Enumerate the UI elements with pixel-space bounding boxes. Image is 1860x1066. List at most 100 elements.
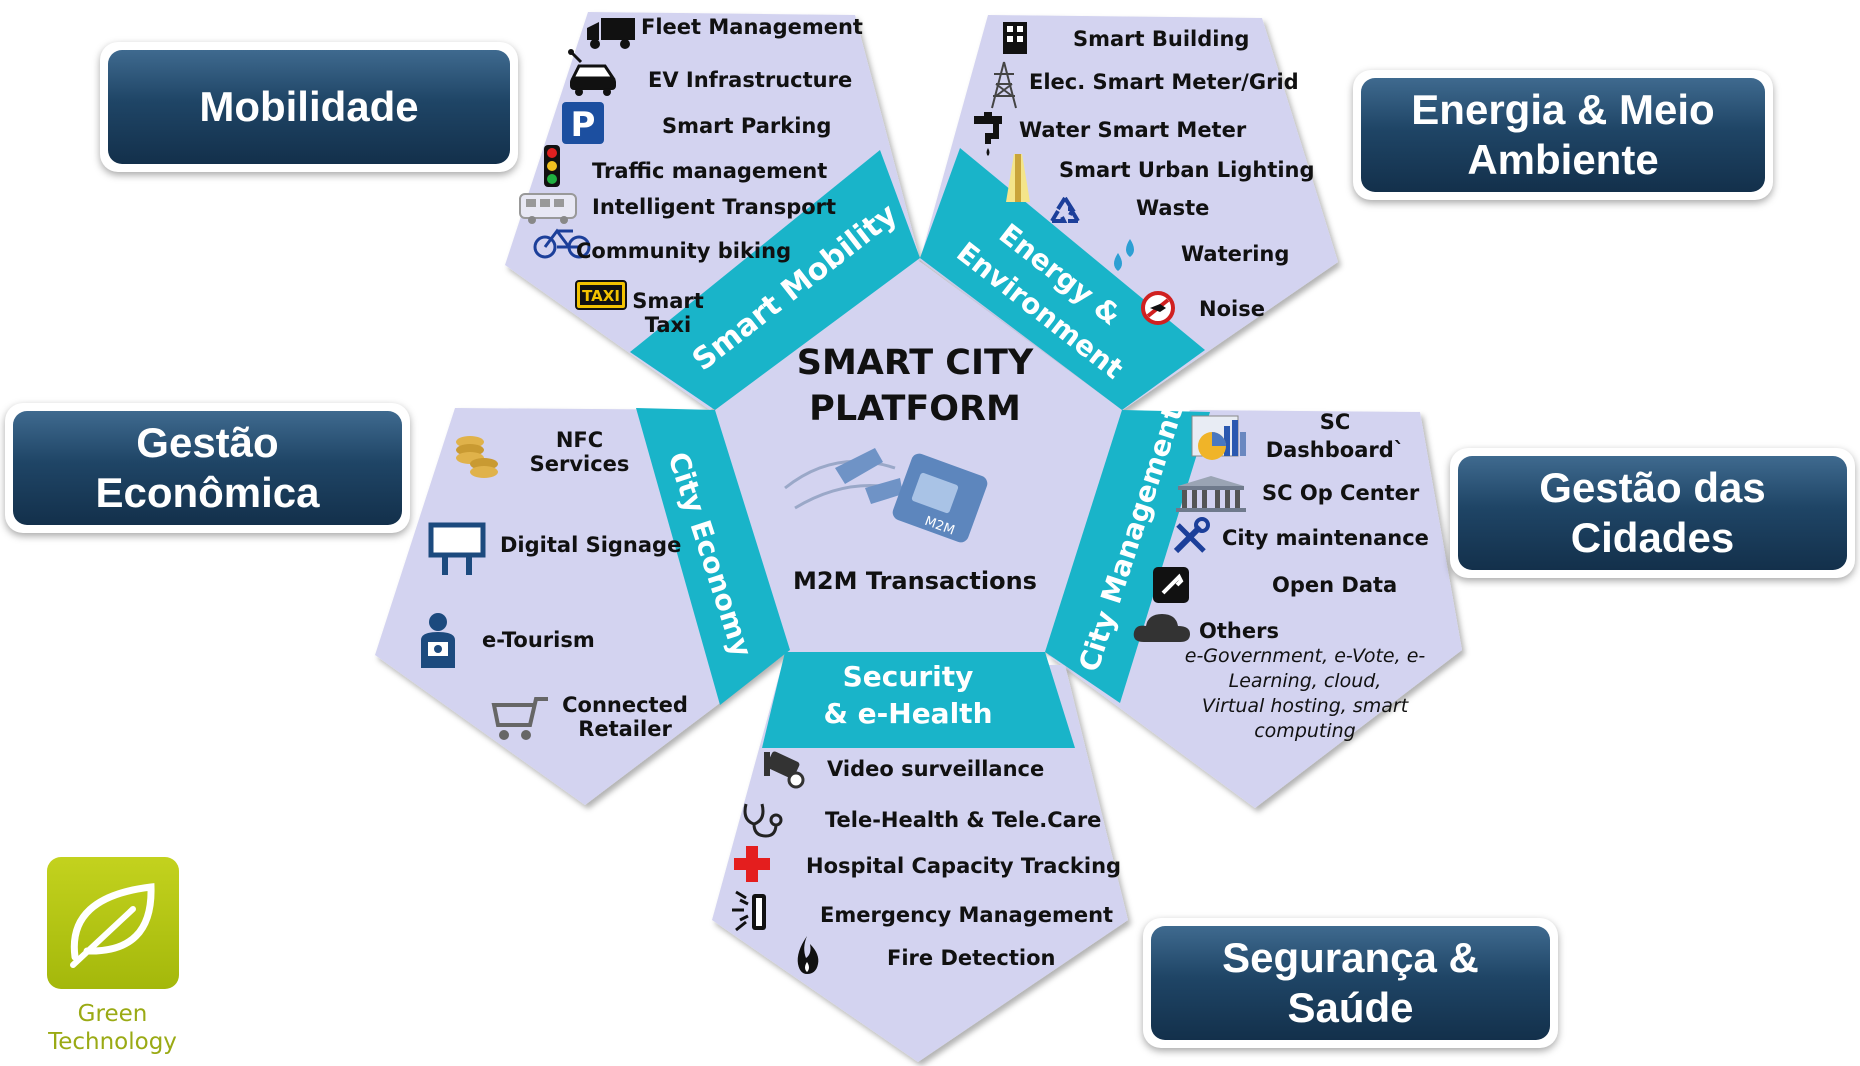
- others-note-line3: Virtual hosting, smart: [1201, 695, 1409, 717]
- coins-icon: [456, 436, 498, 478]
- parking-icon: P: [562, 102, 604, 144]
- platform-title: SMART CITY PLATFORM: [770, 340, 1060, 432]
- platform-title-line1: SMART CITY: [796, 343, 1034, 383]
- security-band: [762, 652, 1075, 748]
- energy-item-lighting: Smart Urban Lighting: [1059, 158, 1315, 182]
- power-pylon-icon: [991, 61, 1017, 109]
- logo-line1: Green: [77, 1001, 148, 1027]
- billboard-icon: [428, 522, 486, 575]
- energy-item-noise: Noise: [1199, 297, 1265, 321]
- ev-car-icon: [568, 49, 616, 96]
- water-drops-icon: [1114, 239, 1134, 271]
- economy-item-tourism: e-Tourism: [482, 628, 595, 652]
- others-note: e-Government, e-Vote, e- Learning, cloud…: [1140, 644, 1470, 744]
- retail-line1: Connected: [562, 693, 688, 717]
- taxi-line1: Smart: [632, 289, 704, 313]
- government-building-icon: [1176, 476, 1246, 512]
- tools-icon: [1173, 517, 1210, 554]
- cctv-camera-icon: [764, 751, 805, 789]
- mobility-item-parking: Smart Parking: [662, 114, 832, 138]
- platform-title-line2: PLATFORM: [809, 389, 1021, 429]
- energy-item-waste: Waste: [1136, 196, 1210, 220]
- taxi-line2: Taxi: [644, 313, 692, 337]
- mobility-item-traffic: Traffic management: [592, 159, 828, 183]
- callout-economica: Gestão Econômica: [5, 403, 410, 533]
- energy-item-water: Water Smart Meter: [1019, 118, 1247, 142]
- callout-economica-line1: Gestão: [136, 419, 279, 466]
- stethoscope-icon: [743, 803, 783, 838]
- energy-item-watering: Watering: [1181, 242, 1290, 266]
- nfc-line2: Services: [529, 452, 630, 476]
- platform-subtitle: M2M Transactions: [793, 567, 1037, 595]
- building-icon: [1003, 22, 1027, 54]
- management-item-opcenter: SC Op Center: [1262, 481, 1420, 505]
- economy-band: [636, 408, 790, 705]
- callout-seguranca-line2: Saúde: [1287, 984, 1414, 1031]
- callout-energia-line2: Ambiente: [1467, 136, 1659, 183]
- shopping-cart-icon: [491, 697, 548, 740]
- green-technology-text: Green Technology: [30, 1000, 195, 1056]
- management-item-opendata: Open Data: [1272, 573, 1398, 597]
- security-band-label-1: Security: [842, 660, 974, 693]
- callout-energia: Energia & Meio Ambiente: [1353, 70, 1773, 200]
- others-note-line4: computing: [1254, 720, 1356, 742]
- mobility-band: [630, 150, 920, 410]
- economy-item-signage: Digital Signage: [500, 533, 682, 557]
- retail-line2: Retailer: [578, 717, 672, 741]
- security-item-hospital: Hospital Capacity Tracking: [806, 854, 1122, 878]
- alarm-icon: [732, 890, 766, 932]
- management-item-dashboard: SC Dashboard`: [1260, 410, 1410, 462]
- security-item-emergency: Emergency Management: [820, 903, 1114, 927]
- red-cross-icon: [734, 846, 770, 882]
- cloud-icon: [1133, 614, 1190, 642]
- energy-item-grid: Elec. Smart Meter/Grid: [1029, 70, 1299, 94]
- economy-item-retail: Connected Retailer: [560, 693, 690, 741]
- security-item-telehealth: Tele-Health & Tele.Care: [825, 808, 1102, 832]
- others-note-line2: Learning, cloud,: [1228, 670, 1382, 692]
- nfc-line1: NFC: [555, 428, 604, 452]
- logo-line2: Technology: [48, 1029, 177, 1055]
- callout-mobilidade: Mobilidade: [100, 42, 518, 172]
- water-tap-icon: [974, 112, 1002, 156]
- callout-seguranca-line1: Segurança &: [1222, 934, 1479, 981]
- mobility-item-taxi: Smart Taxi: [628, 289, 708, 337]
- callout-seguranca: Segurança & Saúde: [1143, 918, 1558, 1048]
- security-band-label-2: & e-Health: [823, 697, 993, 730]
- taxi-sign-icon: TAXI: [575, 280, 627, 310]
- mobility-item-biking: Community biking: [576, 239, 792, 263]
- open-data-icon: [1153, 567, 1189, 603]
- callout-cidades-line1: Gestão das: [1539, 464, 1766, 511]
- green-technology-logo: [47, 857, 179, 989]
- tourist-icon: [421, 613, 455, 668]
- truck-icon: [587, 18, 635, 49]
- traffic-light-icon: [544, 145, 560, 187]
- callout-mobilidade-text: Mobilidade: [108, 50, 510, 164]
- dashboard-line2: Dashboard`: [1265, 438, 1405, 462]
- street-light-icon: [1006, 154, 1030, 202]
- flame-icon: [797, 936, 819, 974]
- bus-icon: [519, 193, 577, 224]
- callout-economica-line2: Econômica: [95, 469, 320, 516]
- others-note-line1: e-Government, e-Vote, e-: [1184, 645, 1426, 667]
- energy-band: [920, 148, 1205, 410]
- security-item-video: Video surveillance: [827, 757, 1045, 781]
- taxi-sign-text: TAXI: [582, 287, 620, 305]
- economy-item-nfc: NFC Services: [527, 428, 632, 476]
- sim-chip-icon: M2M: [784, 448, 988, 543]
- svg-text:P: P: [571, 105, 596, 144]
- security-item-fire: Fire Detection: [887, 946, 1056, 970]
- management-band: [1045, 410, 1210, 703]
- management-item-others: Others: [1199, 619, 1279, 643]
- mobility-item-ev: EV Infrastructure: [648, 68, 853, 92]
- mobility-item-transport: Intelligent Transport: [592, 195, 837, 219]
- callout-cidades-line2: Cidades: [1570, 514, 1735, 561]
- bicycle-icon: [533, 228, 591, 259]
- energy-item-building: Smart Building: [1073, 27, 1250, 51]
- leaf-icon: [70, 883, 155, 968]
- management-item-maintenance: City maintenance: [1222, 526, 1429, 550]
- callout-cidades: Gestão das Cidades: [1450, 448, 1855, 578]
- recycle-icon: [1050, 196, 1080, 223]
- dashboard-chart-icon: [1191, 415, 1246, 460]
